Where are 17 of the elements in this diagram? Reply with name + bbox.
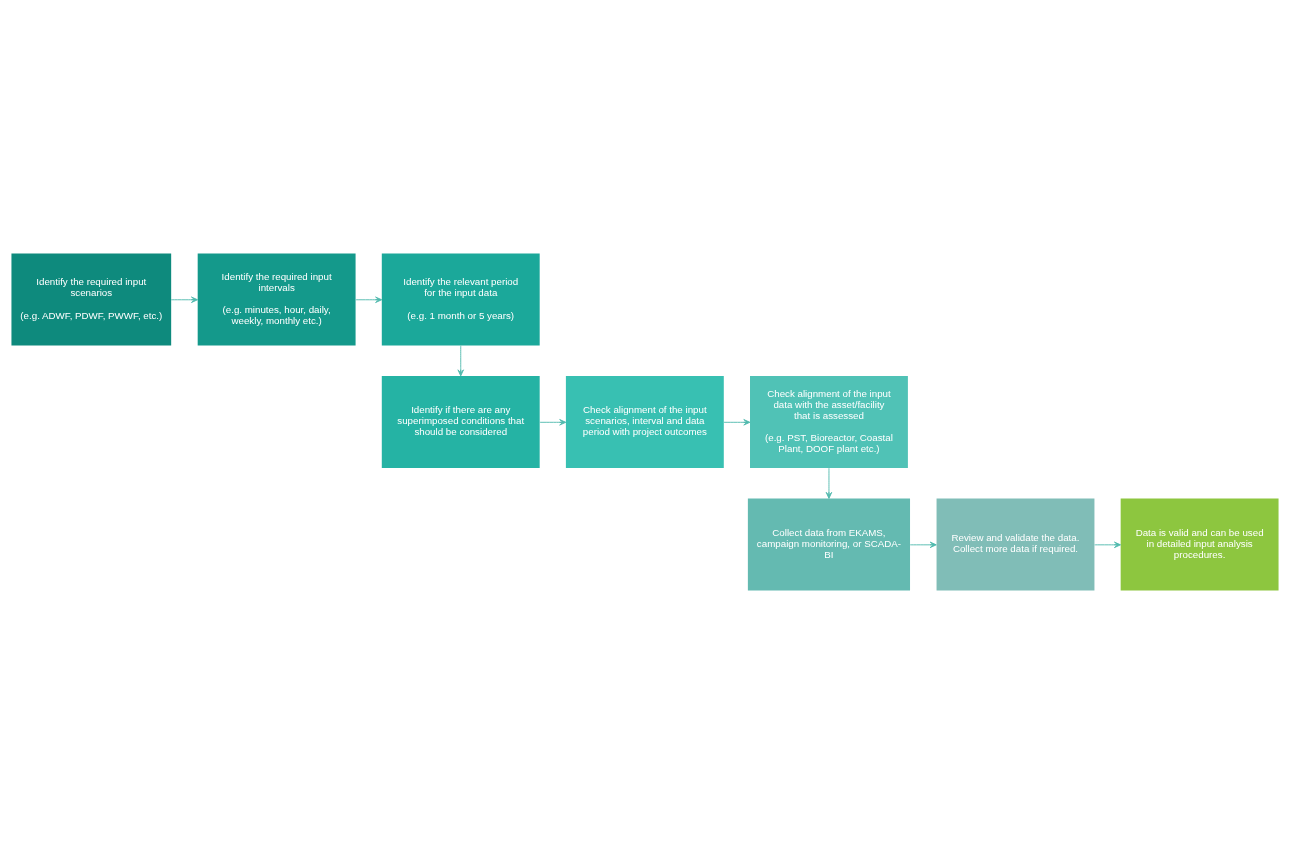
node-box: Check alignment of the input data with the asset/facility that is assessed (e.g. PST, Bioreactor, Coastal Plant, DOOF plant etc.)	[750, 375, 908, 468]
node-box: Identify the relevant period for the input data (e.g. 1 month or 5 years)	[381, 252, 540, 345]
arrow	[723, 418, 751, 425]
node-box: Data is valid and can be used in detailed input analysis procedures.	[1120, 498, 1279, 591]
node-box: Collect data from EKAMS, campaign monitoring, or SCADA-BI	[747, 498, 911, 591]
arrow	[539, 418, 567, 425]
arrow	[909, 541, 937, 548]
node-box: Review and validate the data. Collect more data if required.	[936, 498, 1095, 591]
node-box: Identify the required input scenarios (e.g. ADWF, PDWF, PWWF, etc.)	[11, 252, 172, 345]
node-box: Check alignment of the input scenarios, interval and data period with project outcomes	[565, 375, 724, 468]
arrow	[457, 344, 464, 376]
arrow	[825, 467, 833, 499]
arrow	[355, 296, 383, 303]
node-box: Identify the required input intervals (e.g. minutes, hour, daily, weekly, monthly etc.)	[197, 252, 356, 345]
arrow	[170, 296, 198, 303]
arrow	[1094, 541, 1121, 548]
node-box: Identify if there are any superimposed conditions that should be considered	[381, 375, 540, 468]
